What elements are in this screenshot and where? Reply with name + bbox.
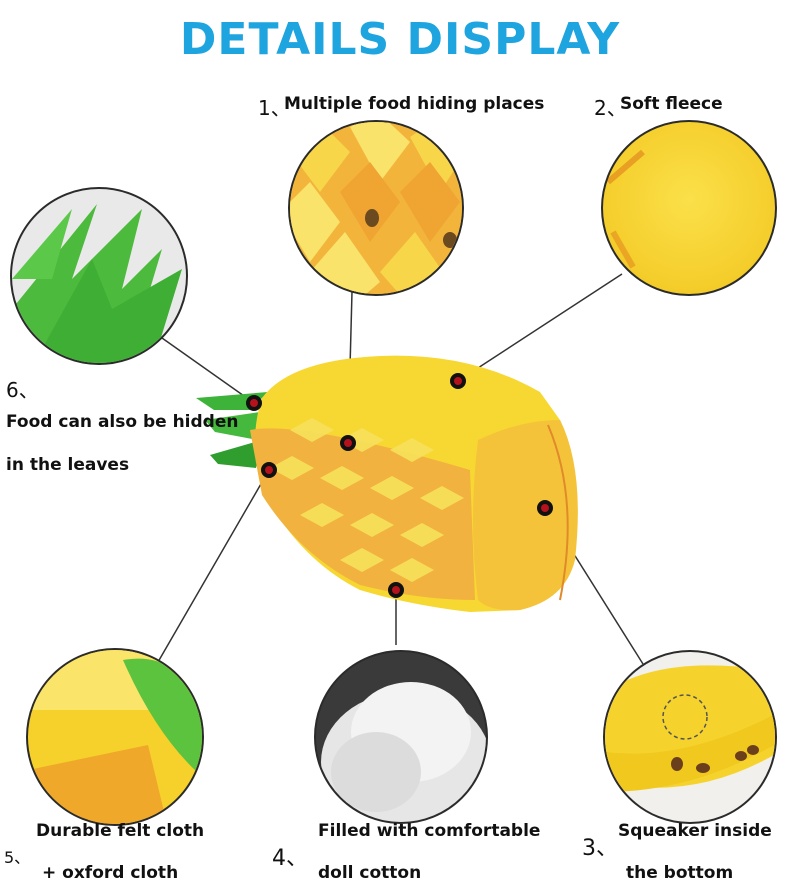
green-leaves-illustration xyxy=(12,204,182,363)
feature-6-number: 6、 xyxy=(6,378,39,402)
feature-2-label: Soft fleece xyxy=(620,94,723,114)
feature-4-detail-image xyxy=(314,650,488,824)
marker-dot-4 xyxy=(388,582,404,598)
marker-dot-5 xyxy=(261,462,277,478)
feature-5-detail-image xyxy=(26,648,204,826)
feature-1-detail-image xyxy=(288,120,464,296)
feature-3-label-line1: Squeaker inside xyxy=(618,821,772,841)
feature-1-label: Multiple food hiding places xyxy=(284,94,545,114)
felt-oxford-fabric-illustration xyxy=(28,650,202,824)
fleece-texture-illustration xyxy=(606,149,645,269)
feature-3-detail-image xyxy=(603,650,777,824)
marker-dot-3 xyxy=(537,500,553,516)
felt-flaps-with-kibble-illustration xyxy=(290,122,462,294)
marker-dot-2 xyxy=(450,373,466,389)
marker-dot-6 xyxy=(246,395,262,411)
feature-1-number: 1、 xyxy=(258,96,291,120)
feature-6-label-line1: Food can also be hidden xyxy=(6,412,239,432)
feature-2-number: 2、 xyxy=(594,96,627,120)
feature-5-number: 5、 xyxy=(4,848,31,867)
feature-2-detail-image xyxy=(601,120,777,296)
feature-4-label-line1: Filled with comfortable xyxy=(318,821,541,841)
squeaker-bottom-illustration xyxy=(605,665,775,792)
marker-dot-1 xyxy=(340,435,356,451)
feature-5-label-line1: Durable felt cloth xyxy=(36,821,205,841)
feature-6-label-line2: in the leaves xyxy=(6,455,130,475)
feature-3-number: 3、 xyxy=(582,836,618,861)
page-title: DETAILS DISPLAY xyxy=(179,14,621,65)
feature-4-number: 4、 xyxy=(272,846,308,871)
feature-4-label-line2: doll cotton xyxy=(318,863,422,883)
feature-5-label-line2: + oxford cloth xyxy=(42,863,179,883)
feature-6-detail-image xyxy=(10,187,188,365)
cotton-stuffing-illustration xyxy=(321,682,486,822)
feature-3-label-line2: the bottom xyxy=(626,863,734,883)
